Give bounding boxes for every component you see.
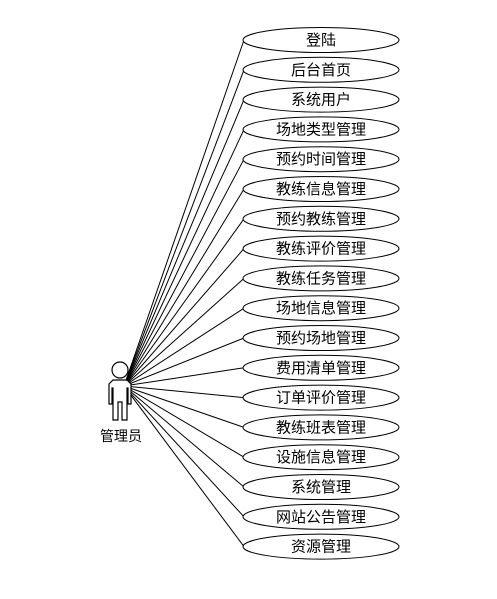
association-line (123, 367, 245, 387)
use-case-label: 设施信息管理 (276, 448, 366, 466)
actor: 管理员 (100, 361, 142, 445)
use-case-label: 系统用户 (291, 91, 351, 109)
use-case-ellipse (242, 503, 400, 530)
use-case: 教练班表管理 (242, 414, 400, 441)
use-case: 后台首页 (242, 56, 400, 83)
association-line (123, 39, 245, 387)
use-case: 设施信息管理 (242, 444, 400, 471)
use-case-ellipse (242, 86, 400, 113)
actor-body (108, 379, 132, 421)
association-line (123, 385, 245, 399)
use-case-label: 预约教练管理 (276, 210, 366, 228)
association-line (123, 385, 245, 458)
association-line (123, 129, 245, 387)
actor-label: 管理员 (100, 429, 142, 445)
use-case-ellipse (242, 27, 400, 53)
association-line (123, 99, 245, 387)
use-case-ellipse (242, 474, 400, 500)
use-case-label: 资源管理 (291, 538, 351, 556)
use-case-ellipse (242, 414, 400, 441)
use-case: 教练信息管理 (242, 176, 400, 202)
use-case-ellipse (242, 146, 400, 173)
actor-head (111, 361, 129, 379)
use-case-label: 网站公告管理 (276, 508, 366, 526)
use-case-label: 登陆 (306, 31, 336, 49)
association-line (123, 188, 245, 387)
association-line (123, 278, 245, 387)
use-case-ellipse (242, 205, 400, 232)
use-case-ellipse (242, 325, 400, 351)
use-case-ellipse (242, 444, 400, 471)
association-line (123, 158, 245, 387)
use-case-label: 教练任务管理 (276, 269, 366, 287)
use-case-group: 登陆后台首页系统用户场地类型管理预约时间管理教练信息管理预约教练管理教练评价管理… (242, 27, 400, 560)
use-case-label: 订单评价管理 (276, 389, 366, 407)
use-case-label: 系统管理 (291, 478, 351, 496)
use-case-ellipse (242, 56, 400, 83)
association-line (123, 385, 245, 428)
association-line (123, 385, 245, 518)
association-line (123, 385, 245, 547)
association-line (123, 307, 245, 387)
use-case-label: 预约时间管理 (276, 150, 366, 168)
association-line (123, 69, 245, 387)
use-case-ellipse (242, 384, 400, 411)
use-case-label: 场地类型管理 (276, 120, 366, 138)
use-case-label: 费用清单管理 (276, 359, 366, 377)
use-case-ellipse (242, 295, 400, 322)
association-lines (123, 39, 245, 547)
use-case-ellipse (242, 235, 400, 262)
use-case: 系统用户 (242, 86, 400, 113)
use-case-label: 教练信息管理 (276, 180, 366, 198)
use-case: 教练任务管理 (242, 265, 400, 292)
use-case-label: 教练评价管理 (276, 240, 366, 258)
use-case-ellipse (242, 354, 400, 381)
use-case: 系统管理 (242, 474, 400, 500)
use-case-label: 后台首页 (291, 61, 351, 79)
use-case: 预约教练管理 (242, 205, 400, 232)
use-case: 费用清单管理 (242, 354, 400, 381)
use-case-ellipse (242, 533, 400, 560)
use-case: 网站公告管理 (242, 503, 400, 530)
use-case: 资源管理 (242, 533, 400, 560)
use-case-ellipse (242, 176, 400, 202)
use-case-label: 场地信息管理 (276, 299, 366, 317)
use-case-label: 预约场地管理 (276, 329, 366, 347)
association-line (123, 248, 245, 387)
association-line (123, 337, 245, 387)
use-case: 预约场地管理 (242, 325, 400, 351)
use-case-label: 教练班表管理 (276, 418, 366, 436)
use-case: 场地类型管理 (242, 116, 400, 143)
use-case: 订单评价管理 (242, 384, 400, 411)
use-case: 登陆 (242, 27, 400, 53)
association-line (123, 218, 245, 387)
use-case: 教练评价管理 (242, 235, 400, 262)
use-case-ellipse (242, 116, 400, 143)
use-case: 场地信息管理 (242, 295, 400, 322)
association-line (123, 385, 245, 488)
use-case-ellipse (242, 265, 400, 292)
use-case: 预约时间管理 (242, 146, 400, 173)
